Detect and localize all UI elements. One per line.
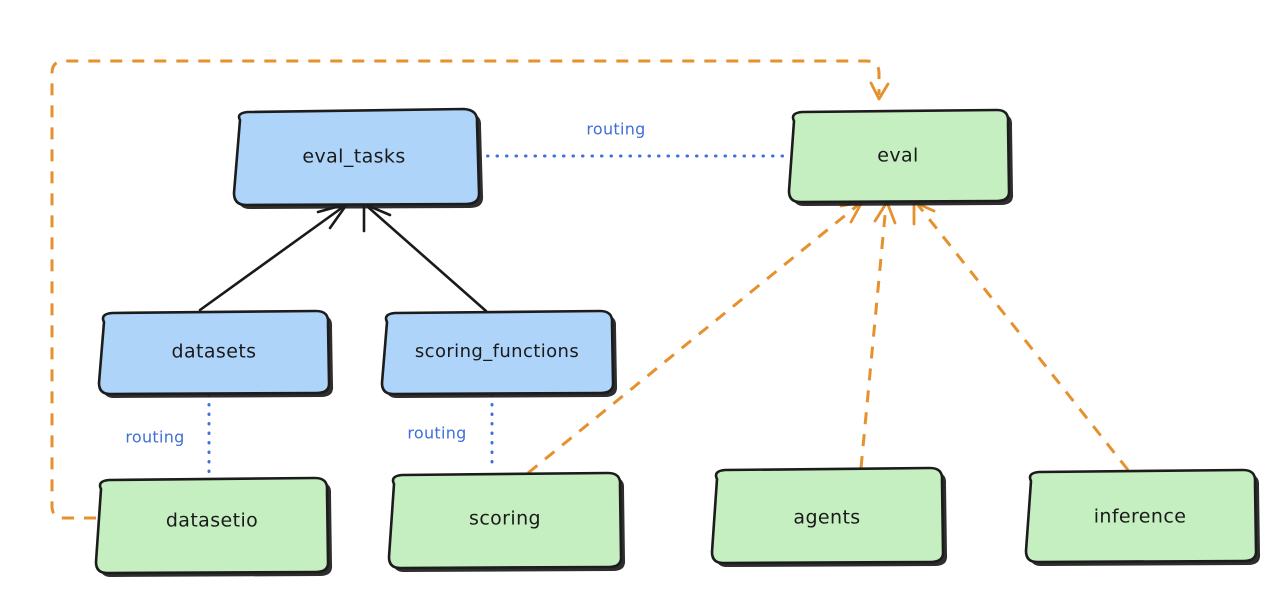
node-agents[interactable]: agents — [710, 466, 948, 567]
node-label-scoring: scoring — [469, 508, 541, 530]
node-inference[interactable]: inference — [1024, 468, 1261, 566]
node-label-datasetio: datasetio — [166, 510, 258, 532]
node-label-inference: inference — [1094, 506, 1187, 528]
edge-label-routing-datasets-datasetio: routing — [125, 428, 184, 447]
edge-agents-to-eval — [859, 200, 897, 469]
edge-inference-to-eval — [912, 200, 1130, 471]
node-label-agents: agents — [793, 507, 860, 529]
node-scoring_functions[interactable]: scoring_functions — [380, 309, 618, 398]
node-label-eval: eval — [877, 145, 918, 167]
node-datasets[interactable]: datasets — [97, 309, 334, 398]
edge-label-routing-scoring_functions-scoring: routing — [407, 424, 466, 443]
node-eval[interactable]: eval — [787, 108, 1014, 206]
node-eval_tasks[interactable]: eval_tasks — [232, 107, 484, 209]
node-label-scoring_functions: scoring_functions — [415, 341, 579, 362]
node-datasetio[interactable]: datasetio — [94, 476, 333, 577]
node-label-datasets: datasets — [172, 341, 257, 363]
edge-datasetio-to-eval — [50, 59, 890, 520]
edge-scoring_functions-to-eval_tasks — [362, 202, 488, 313]
node-label-eval_tasks: eval_tasks — [302, 146, 405, 168]
edge-label-routing-eval_tasks-eval: routing — [586, 120, 645, 139]
node-scoring[interactable]: scoring — [387, 471, 626, 572]
edge-datasets-to-eval_tasks — [198, 202, 349, 312]
